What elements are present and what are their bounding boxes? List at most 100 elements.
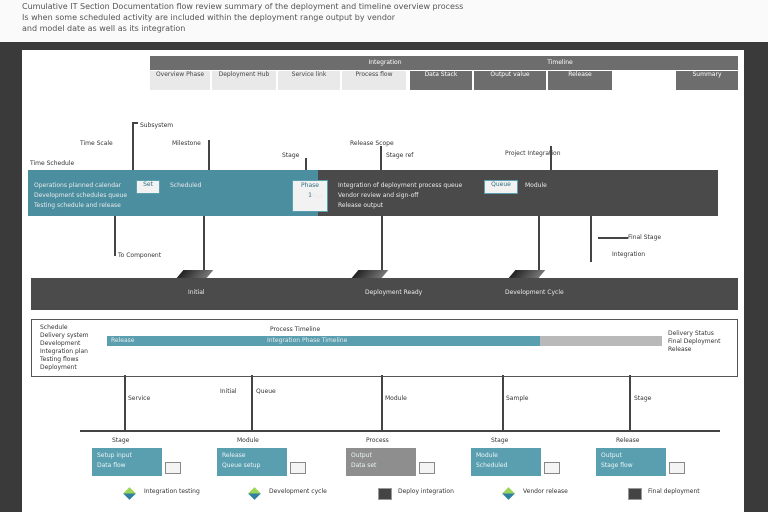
connector-line (598, 237, 628, 239)
callout-label: To Component (118, 252, 162, 259)
document-icon (165, 462, 181, 474)
phase-tag: Phase 1 (292, 180, 328, 212)
panel-left-text: Deployment (40, 364, 77, 371)
band-text: Testing schedule and release (34, 202, 121, 209)
station-label: Stage (634, 395, 652, 402)
panel-left-text: Development (40, 340, 81, 347)
table-cell: Service link (278, 71, 340, 90)
station-line (629, 375, 631, 430)
connector-line (203, 216, 205, 272)
module-card-text: Output (601, 452, 622, 459)
station-line (124, 375, 126, 430)
panel-right-text: Release (668, 346, 692, 353)
module-title: Process (366, 437, 389, 444)
callout-label: Release Scope (350, 140, 394, 147)
panel-title: Process Timeline (270, 326, 321, 333)
connector-line (380, 146, 382, 170)
station-label: Queue (256, 388, 276, 395)
module-card-text: Scheduled (476, 462, 508, 469)
header-line-2: Is when some scheduled activity are incl… (22, 13, 396, 22)
band-text: Initial (188, 289, 205, 296)
panel-left-text: Schedule (40, 324, 68, 331)
module-card-text: Setup input (97, 452, 132, 459)
station-label: Initial (220, 388, 237, 395)
station-label: Service (128, 395, 151, 402)
module-footer: Deploy integration (398, 488, 454, 495)
connector-line (590, 216, 592, 262)
callout-label: Subsystem (140, 122, 174, 129)
document-icon (544, 462, 560, 474)
band-text: Scheduled (170, 182, 202, 189)
callout-label: Stage ref (386, 152, 414, 159)
module-title: Module (237, 437, 259, 444)
band-text: Development schedules queue (34, 192, 128, 199)
table-cell: Release (548, 71, 612, 90)
square-icon (628, 488, 642, 500)
band-tag: Set (136, 180, 160, 194)
band-text: Module (525, 182, 547, 189)
table-cell: Output value (474, 71, 546, 90)
station-line (381, 375, 383, 430)
panel-left-text: Delivery system (40, 332, 89, 339)
panel-left-text: Testing flows (40, 356, 79, 363)
callout-label: Stage (282, 152, 300, 159)
timeline-progress-track: Release Integration Phase Timeline (107, 336, 662, 346)
callout-label: Final Stage (628, 234, 662, 241)
band-text: Development Cycle (505, 289, 564, 296)
module-footer: Vendor release (523, 488, 568, 495)
module-card-text: Stage flow (601, 462, 633, 469)
panel-right-text: Delivery Status (668, 330, 714, 337)
module-footer: Integration testing (144, 488, 200, 495)
module-title: Stage (491, 437, 509, 444)
connector-line (538, 216, 540, 272)
table-cell: Data Stack (410, 71, 472, 90)
connector-line (114, 216, 116, 256)
square-icon (378, 488, 392, 500)
table-header-row (150, 56, 738, 70)
panel-right-text: Final Deployment (668, 338, 721, 345)
module-footer: Development cycle (269, 488, 327, 495)
document-icon (419, 462, 435, 474)
band-text: Integration of deployment process queue (338, 182, 463, 189)
connector-line (132, 122, 134, 170)
table-cell: Summary (676, 71, 738, 90)
band-text: Deployment Ready (365, 289, 423, 296)
module-card-text: Data set (351, 462, 377, 469)
band-text: Release output (338, 202, 384, 209)
module-card-text: Data flow (97, 462, 126, 469)
band-text: Vendor review and sign-off (338, 192, 419, 199)
module-card-text: Module (476, 452, 498, 459)
connector-line (208, 140, 210, 170)
callout-label: Time Scale (80, 140, 113, 147)
callout-label: Project Integration (505, 150, 561, 157)
panel-left-text: Integration plan (40, 348, 88, 355)
band-text: Operations planned calendar (34, 182, 122, 189)
document-icon (290, 462, 306, 474)
timeline-panel: Schedule Delivery system Development Int… (31, 319, 738, 377)
station-line (502, 375, 504, 430)
table-header-cell: Integration (355, 59, 415, 67)
callout-label: Integration (612, 251, 646, 258)
connector-line (550, 146, 552, 170)
header-line-3: and model date as well as its integratio… (22, 24, 186, 33)
phase-tag-label: Phase (301, 182, 319, 189)
table-cell: Process flow (342, 71, 406, 90)
baseline (80, 430, 720, 432)
station-label: Module (385, 395, 407, 402)
overview-table: Integration Timeline Overview Phase Depl… (150, 56, 740, 90)
table-header-cell: Timeline (530, 59, 590, 67)
table-cell: Overview Phase (150, 71, 210, 90)
module-card-text: Queue setup (222, 462, 261, 469)
deployment-band (31, 278, 738, 310)
station-line (251, 375, 253, 430)
left-header-label: Time Schedule (30, 160, 75, 167)
document-header: Cumulative IT Section Documentation flow… (0, 0, 768, 42)
station-label: Sample (506, 395, 529, 402)
band-tag: Queue (484, 180, 518, 194)
module-title: Release (616, 437, 640, 444)
module-title: Stage (112, 437, 130, 444)
phase-tag-number: 1 (308, 192, 312, 199)
